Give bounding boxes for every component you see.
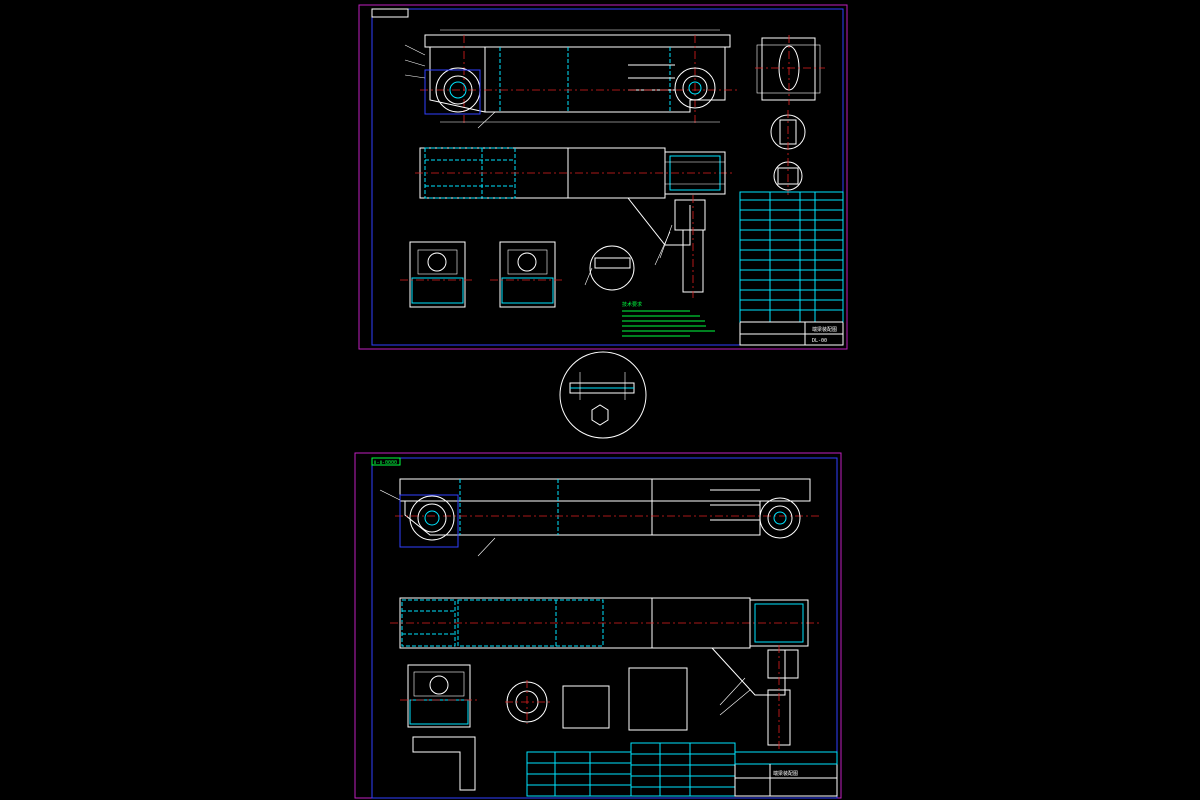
bottom-label-tag: Ⅱ-Ⅱ-0000	[374, 460, 397, 466]
top-sheet: 技术要求	[358, 4, 848, 350]
bottom-right-wheel	[759, 497, 801, 539]
zoom-detail	[559, 351, 647, 439]
top-title-block-name: 端梁装配图	[812, 326, 837, 333]
top-beam-plan	[415, 147, 735, 298]
top-right-wheel	[674, 67, 716, 109]
bottom-sheet: Ⅱ-Ⅱ-0000	[354, 452, 842, 799]
bottom-plate-large	[628, 667, 688, 731]
bottom-title-block-name: 端梁装配图	[773, 770, 798, 777]
top-parts-table: 端梁装配图 DL-00	[739, 191, 844, 346]
top-sheet-corner-tag	[371, 8, 409, 18]
bottom-parts-table: 端梁装配图	[526, 742, 838, 797]
top-detail-circle	[589, 245, 635, 291]
top-beam-elevation	[404, 29, 740, 129]
bottom-detail-views	[400, 664, 688, 791]
bottom-beam-plan	[390, 597, 820, 750]
top-side-view	[755, 35, 825, 195]
bottom-plate-small	[562, 685, 610, 729]
top-sheet-frame	[371, 8, 844, 346]
top-sheet-border	[358, 4, 848, 350]
top-notes-title: 技术要求	[622, 301, 642, 308]
top-title-block-code: DL-00	[812, 338, 827, 344]
bottom-angle-bracket	[412, 736, 476, 791]
bottom-beam-elevation	[379, 478, 820, 557]
bottom-left-wheel	[409, 495, 455, 541]
top-notes: 技术要求	[622, 301, 715, 337]
top-section-views	[400, 241, 635, 308]
bottom-sheet-frame	[371, 457, 838, 799]
